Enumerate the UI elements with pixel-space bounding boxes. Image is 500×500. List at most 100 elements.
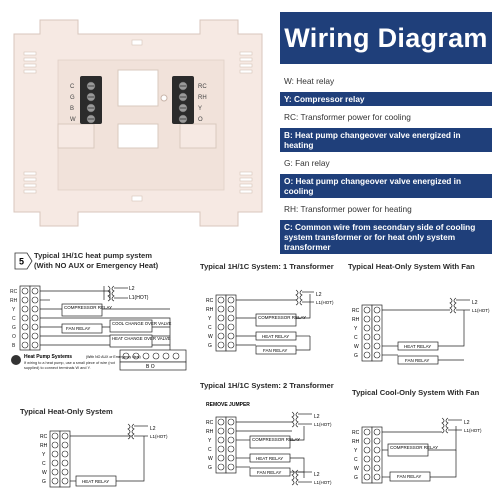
cool-fan-diagram: RC RH Y C W G L2 L1(HOT) COMPRESSOR RELA… bbox=[352, 417, 482, 484]
terminal-label: RC bbox=[10, 289, 18, 295]
terminal-label: G bbox=[12, 325, 16, 331]
terminal-label: RC bbox=[352, 308, 360, 314]
compressor-relay-label: COMPRESSOR RELAY bbox=[390, 445, 438, 450]
terminal-label: Y bbox=[42, 452, 46, 458]
step-badge: 5 bbox=[14, 252, 33, 270]
l1-label: L1(HOT) bbox=[129, 295, 149, 301]
terminal-label: Y bbox=[354, 448, 358, 454]
legend-item: C: Common wire from secondary side of co… bbox=[280, 220, 492, 254]
cool-fan-title: Typical Cool-Only System With Fan bbox=[352, 388, 480, 397]
terminal-label: B bbox=[12, 343, 16, 349]
heatpump-diagram: RC RH Y C G O B COMPRESSOR RELAY FAN REL… bbox=[10, 285, 187, 371]
heatpump-title-2: (With NO AUX or Emergency Heat) bbox=[34, 261, 159, 270]
l2-label: L2 bbox=[464, 420, 470, 426]
note-title: Heat Pump Systems bbox=[24, 354, 72, 360]
plate-label-right: Y bbox=[198, 106, 202, 112]
terminal-label: RH bbox=[10, 298, 18, 304]
terminal-label: C bbox=[354, 457, 358, 463]
l1-label: L1(HOT) bbox=[472, 308, 490, 313]
terminal-label: RC bbox=[40, 434, 48, 440]
terminal-label: RH bbox=[206, 429, 214, 435]
terminal-label: RH bbox=[352, 439, 360, 445]
legend-item: Y: Compressor relay bbox=[280, 92, 492, 106]
l1-label-2: L1(HOT) bbox=[314, 480, 332, 485]
fan-relay-label: FAN RELAY bbox=[66, 326, 90, 331]
terminal-label: Y bbox=[208, 316, 212, 322]
plate-label-right: O bbox=[198, 117, 203, 123]
compressor-relay-label: COMPRESSOR RELAY bbox=[258, 315, 306, 320]
terminal-label: RH bbox=[206, 307, 214, 313]
terminal-label: G bbox=[354, 353, 358, 359]
two-transformer-diagram: REMOVE JUMPER RC RH Y C W G L2 L1(HOT) L… bbox=[206, 402, 332, 486]
terminal-label: RH bbox=[40, 443, 48, 449]
cool-valve-label: COOL CHANGE OVER VALVE bbox=[112, 321, 172, 326]
l2-label-2: L2 bbox=[314, 472, 320, 478]
l1-label: L1(HOT) bbox=[316, 300, 334, 305]
terminal-label: RC bbox=[206, 420, 214, 426]
terminal-label: Y bbox=[354, 326, 358, 332]
heat-relay-label: HEAT RELAY bbox=[256, 456, 283, 461]
page-title: Wiring Diagram bbox=[280, 12, 492, 64]
l1-label: L1(HOT) bbox=[314, 422, 332, 427]
terminal-label: RC bbox=[206, 298, 214, 304]
l2-label: L2 bbox=[150, 426, 156, 432]
fan-relay-label: FAN RELAY bbox=[263, 348, 287, 353]
mounting-plate: C G B W RC RH Y O bbox=[13, 19, 263, 227]
legend-item: G: Fan relay bbox=[284, 158, 330, 168]
note-side: (With NO AUX or Emergency Heat) bbox=[86, 355, 141, 359]
plate-label-left: W bbox=[70, 117, 76, 123]
bulb-icon bbox=[11, 355, 21, 365]
l1-label: L1(HOT) bbox=[464, 428, 482, 433]
terminal-label: W bbox=[208, 456, 213, 462]
heat-only-title: Typical Heat-Only System bbox=[20, 407, 113, 416]
terminal-label: Y bbox=[208, 438, 212, 444]
legend: W: Heat relay Y: Compressor relay RC: Tr… bbox=[280, 74, 492, 258]
legend-item: RC: Transformer power for cooling bbox=[284, 112, 411, 122]
heat-only-diagram: RC RH Y C W G L2 L1(HOT) HEAT RELAY bbox=[40, 423, 168, 488]
terminal-label: W bbox=[354, 344, 359, 350]
compressor-relay-label: COMPRESSOR RELAY bbox=[252, 437, 300, 442]
terminal-label: C bbox=[354, 335, 358, 341]
legend-item: O: Heat pump changeover valve energized … bbox=[280, 174, 492, 198]
l2-label: L2 bbox=[472, 300, 478, 306]
terminal-label: W bbox=[208, 334, 213, 340]
fan-relay-label: FAN RELAY bbox=[257, 470, 281, 475]
heatpump-title-1: Typical 1H/1C heat pump system bbox=[34, 251, 153, 260]
terminal-label: C bbox=[208, 325, 212, 331]
terminal-label: W bbox=[354, 466, 359, 472]
heat-fan-diagram: RC RH Y C W G L2 L1(HOT) HEAT RELAY FAN … bbox=[352, 297, 490, 365]
remove-jumper-label: REMOVE JUMPER bbox=[206, 402, 250, 408]
terminal-label: W bbox=[42, 470, 47, 476]
l2-label: L2 bbox=[316, 292, 322, 298]
terminal-label: G bbox=[42, 479, 46, 485]
fan-relay-label: FAN RELAY bbox=[405, 358, 429, 363]
terminal-label: O bbox=[12, 334, 16, 340]
terminal-label: G bbox=[208, 343, 212, 349]
terminal-label: RC bbox=[352, 430, 360, 436]
step-number: 5 bbox=[19, 257, 24, 267]
heat-fan-title: Typical Heat-Only System With Fan bbox=[348, 262, 475, 271]
plate-label-left: C bbox=[70, 84, 75, 90]
legend-item: B: Heat pump changeover valve energized … bbox=[280, 128, 492, 152]
legend-item: W: Heat relay bbox=[284, 76, 335, 86]
one-transformer-diagram: RC RH Y C W G L2 L1(HOT) COMPRESSOR RELA… bbox=[206, 289, 334, 355]
terminal-label: C bbox=[42, 461, 46, 467]
plate-label-right: RC bbox=[198, 84, 207, 90]
terminal-label: G bbox=[354, 475, 358, 481]
terminal-label: RH bbox=[352, 317, 360, 323]
one-transformer-title: Typical 1H/1C System: 1 Transformer bbox=[200, 262, 334, 271]
terminal-label: G bbox=[208, 465, 212, 471]
heat-relay-label: HEAT RELAY bbox=[404, 344, 431, 349]
l2-label: L2 bbox=[129, 286, 135, 292]
heat-relay-label: HEAT RELAY bbox=[262, 334, 289, 339]
terminal-label: C bbox=[208, 447, 212, 453]
heat-relay-label: HEAT RELAY bbox=[82, 479, 109, 484]
note-body: If wiring to a heat pump, use a small pi… bbox=[24, 361, 115, 370]
terminal-label: Y bbox=[12, 307, 16, 313]
heat-valve-label: HEAT CHANGE OVER VALVE bbox=[112, 336, 171, 341]
plate-label-left: B bbox=[70, 106, 74, 112]
plate-label-left: G bbox=[70, 95, 75, 101]
terminal-label: C bbox=[12, 316, 16, 322]
l1-label: L1(HOT) bbox=[150, 434, 168, 439]
l2-label: L2 bbox=[314, 414, 320, 420]
